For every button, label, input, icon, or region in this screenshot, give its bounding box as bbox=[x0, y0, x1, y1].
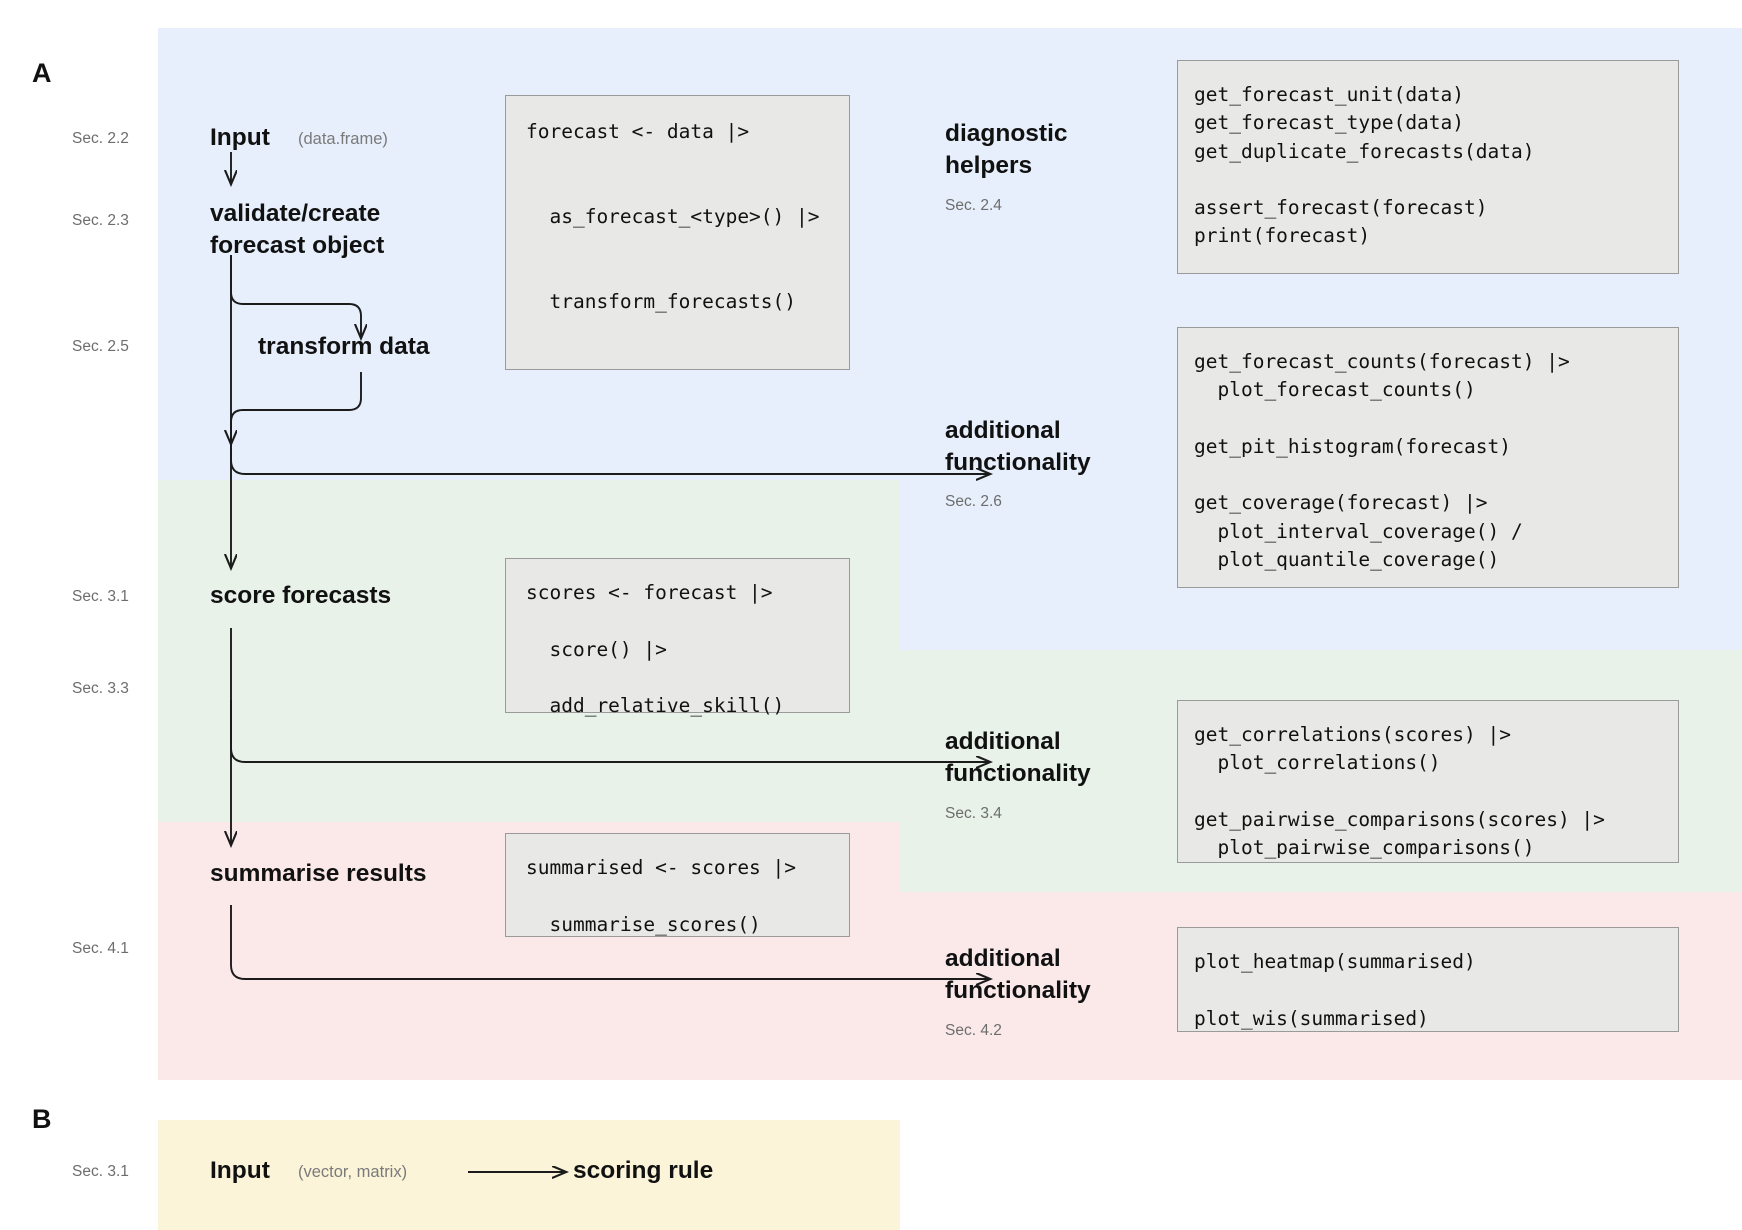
step-score-label: score forecasts bbox=[210, 582, 392, 609]
section-label-3-4: Sec. 3.4 bbox=[945, 805, 1002, 822]
label-diagnostic-helpers: diagnostic helpers bbox=[945, 120, 1068, 179]
code-additional-4-2: plot_heatmap(summarised) plot_wis(summar… bbox=[1177, 927, 1679, 1032]
section-label-2-2: Sec. 2.2 bbox=[72, 130, 129, 147]
section-label-4-1: Sec. 4.1 bbox=[72, 940, 129, 957]
section-label-2-6: Sec. 2.6 bbox=[945, 493, 1002, 510]
panel-b-input-label: Input bbox=[210, 1157, 270, 1184]
section-label-3-3: Sec. 3.3 bbox=[72, 680, 129, 697]
code-summarise-pipeline: summarised <- scores |> summarise_scores… bbox=[505, 833, 850, 937]
panel-b-input-note: (vector, matrix) bbox=[298, 1163, 408, 1181]
section-label-4-2: Sec. 4.2 bbox=[945, 1022, 1002, 1039]
label-additional-3-4: additional functionality bbox=[945, 728, 1091, 787]
section-label-3-1: Sec. 3.1 bbox=[72, 588, 129, 605]
code-forecast-pipeline: forecast <- data |> as_forecast_<type>()… bbox=[505, 95, 850, 370]
code-additional-2-6: get_forecast_counts(forecast) |> plot_fo… bbox=[1177, 327, 1679, 588]
step-input-label: Input bbox=[210, 124, 270, 151]
label-additional-2-6: additional functionality bbox=[945, 417, 1091, 476]
panel-b-target-label: scoring rule bbox=[573, 1157, 714, 1184]
section-label-2-4: Sec. 2.4 bbox=[945, 197, 1002, 214]
section-label-2-5: Sec. 2.5 bbox=[72, 338, 129, 355]
step-input-note: (data.frame) bbox=[298, 130, 388, 148]
step-validate-label: validate/create forecast object bbox=[210, 200, 385, 260]
band-panel-b bbox=[158, 1120, 900, 1230]
panel-a-letter: A bbox=[32, 58, 52, 88]
label-additional-4-2: additional functionality bbox=[945, 945, 1091, 1004]
code-diagnostic-helpers: get_forecast_unit(data) get_forecast_typ… bbox=[1177, 60, 1679, 274]
step-summarise-label: summarise results bbox=[210, 860, 427, 887]
code-additional-3-4: get_correlations(scores) |> plot_correla… bbox=[1177, 700, 1679, 863]
panel-b-letter: B bbox=[32, 1104, 52, 1134]
panel-b-section-label: Sec. 3.1 bbox=[72, 1163, 129, 1180]
code-scores-pipeline: scores <- forecast |> score() |> add_rel… bbox=[505, 558, 850, 717]
section-label-2-3: Sec. 2.3 bbox=[72, 212, 129, 229]
step-transform-label: transform data bbox=[258, 333, 430, 360]
